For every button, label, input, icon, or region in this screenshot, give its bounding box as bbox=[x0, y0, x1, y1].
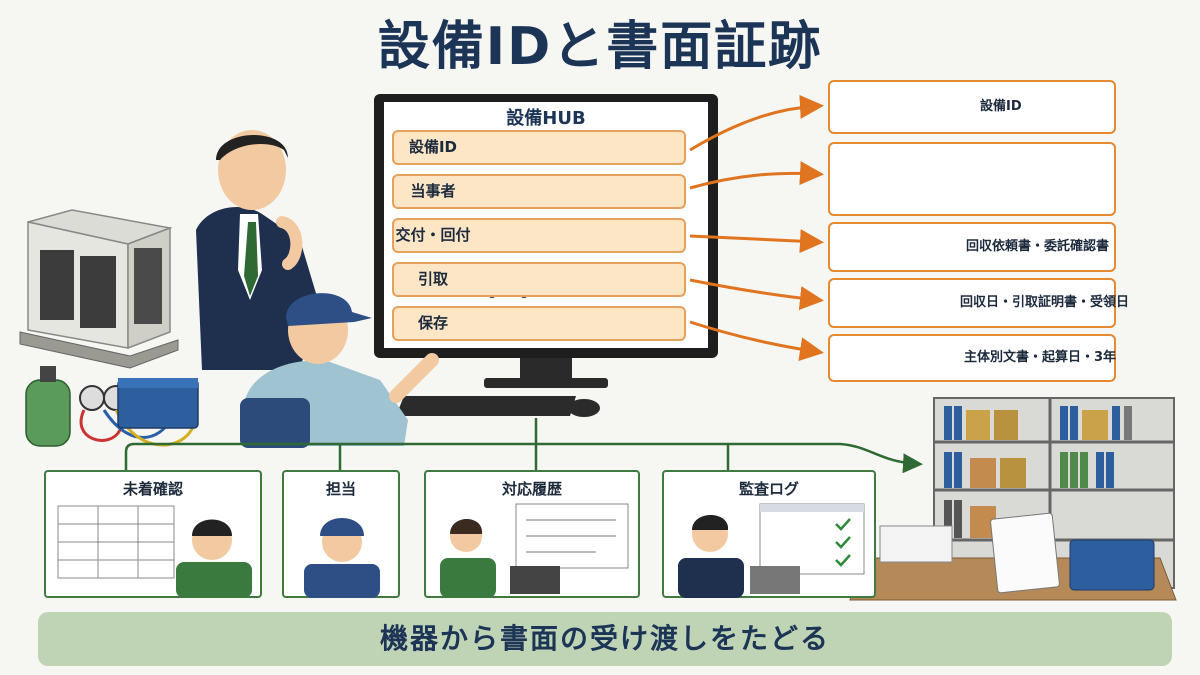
panel-response-history: 対応履歴 bbox=[424, 470, 640, 598]
desk-documents-icon bbox=[849, 512, 1177, 601]
hub-row-label: 当事者 bbox=[410, 182, 456, 200]
refrigerant-cylinder-icon bbox=[25, 366, 197, 447]
output-request-documents: 回収依頼書・委託確認書 bbox=[828, 222, 1116, 272]
hub-row-delivery: 交付・回付 bbox=[392, 218, 686, 253]
output-retention: 主体別文書・起算日・3年 bbox=[828, 334, 1116, 382]
hub-output-arrows bbox=[689, 94, 824, 362]
output-label: 主体別文書・起算日・3年 bbox=[964, 350, 1117, 365]
checklist-person-icon bbox=[57, 505, 252, 598]
hub-row-label: 保存 bbox=[417, 314, 448, 332]
panel-pending-check: 未着確認 bbox=[44, 470, 262, 598]
laptop-operator-icon bbox=[440, 503, 629, 598]
output-label: 回収依頼書・委託確認書 bbox=[966, 239, 1110, 254]
technician-figure bbox=[240, 293, 439, 448]
sub-panel-connectors bbox=[124, 418, 923, 474]
page-title: 設備IDと書面証跡 bbox=[377, 17, 823, 77]
hub-row-pickup: 引取 bbox=[392, 262, 686, 297]
hub-row-equipment-id: 設備ID bbox=[392, 130, 686, 165]
output-parties bbox=[828, 142, 1116, 216]
manager-figure bbox=[196, 130, 318, 370]
footer-banner: 機器から書面の受け渡しをたどる bbox=[38, 612, 1172, 666]
hub-title: 設備HUB bbox=[506, 108, 586, 129]
worker-icon bbox=[304, 518, 380, 598]
hub-row-storage: 保存 bbox=[392, 306, 686, 341]
toolbox-icon bbox=[117, 378, 199, 429]
panel-label: 監査ログ bbox=[738, 480, 799, 498]
output-equipment-id: 設備ID bbox=[828, 80, 1116, 134]
hub-row-label: 交付・回付 bbox=[395, 226, 471, 244]
output-label: 設備ID bbox=[980, 99, 1022, 114]
panel-assignee: 担当 bbox=[282, 470, 400, 598]
panel-audit-log: 監査ログ bbox=[662, 470, 876, 598]
output-label: 回収日・引取証明書・受領日 bbox=[960, 295, 1130, 310]
panel-label: 未着確認 bbox=[122, 480, 183, 498]
panel-label: 担当 bbox=[325, 480, 356, 498]
outdoor-unit-icon bbox=[19, 209, 179, 369]
hub-row-label: 引取 bbox=[417, 270, 448, 288]
hub-row-label: 設備ID bbox=[408, 138, 458, 156]
auditor-laptop-icon bbox=[678, 503, 865, 598]
hub-row-parties: 当事者 bbox=[392, 174, 686, 209]
panel-label: 対応履歴 bbox=[501, 480, 562, 498]
output-pickup-documents: 回収日・引取証明書・受領日 bbox=[828, 278, 1129, 328]
